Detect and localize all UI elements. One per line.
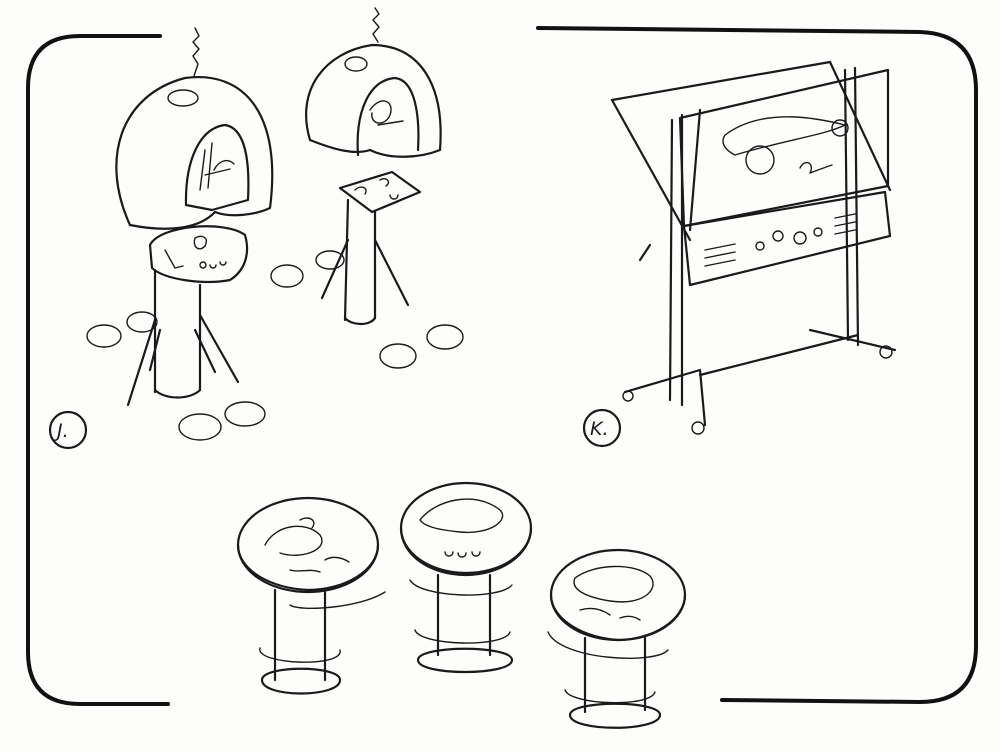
round-table-right xyxy=(547,548,687,729)
round-table-left xyxy=(236,496,386,695)
dome-kiosk-left xyxy=(86,27,304,441)
display-easel xyxy=(610,60,897,435)
label-k-marker: K. xyxy=(582,408,622,448)
label-j-marker: J. xyxy=(48,410,88,450)
label-k: K. xyxy=(590,418,609,440)
dome-kiosk-right xyxy=(305,7,464,369)
page-frame xyxy=(26,26,978,706)
label-j: J. xyxy=(53,420,69,442)
round-table-center xyxy=(399,481,533,674)
